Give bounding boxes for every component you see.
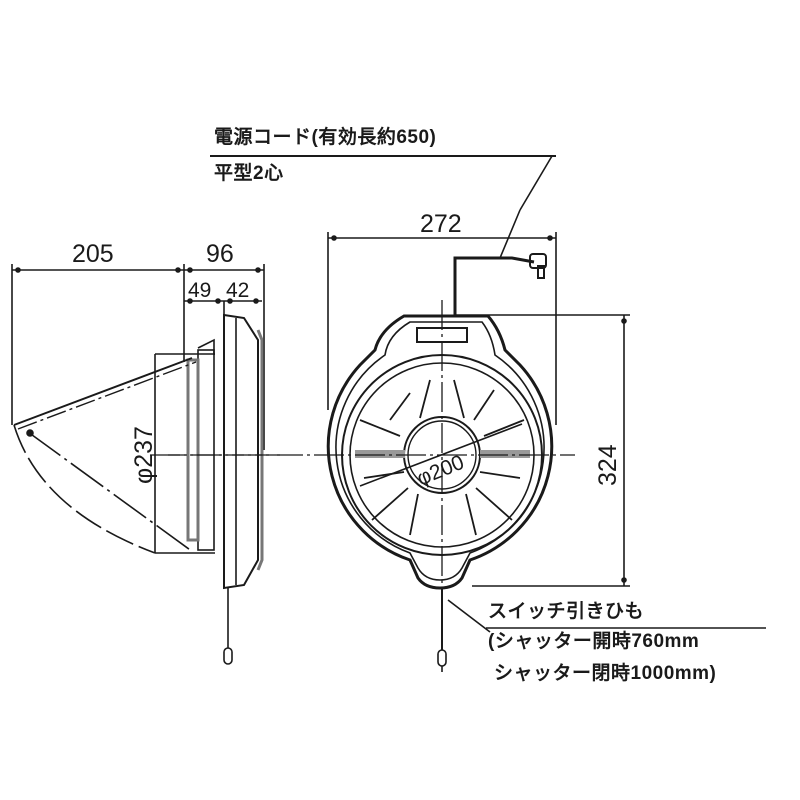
pull-cord-open-length: (シャッター開時760mm: [488, 631, 700, 652]
dim-height: 324: [594, 444, 622, 486]
pull-cord-note: スイッチ引きひも: [488, 601, 645, 622]
dim-body-depth: 96: [206, 240, 234, 268]
side-view: [11, 264, 280, 665]
dim-body-part-b: 42: [226, 279, 250, 302]
front-view: [150, 155, 766, 672]
power-cord-note: 電源コード(有効長約650): [214, 127, 437, 148]
pull-cord-closed-length: シャッター閉時1000mm): [494, 663, 717, 684]
power-cord-type: 平型2心: [214, 163, 284, 184]
dim-hood-diameter: φ237: [130, 426, 158, 484]
dim-hood-depth: 205: [72, 240, 114, 268]
dim-body-part-a: 49: [188, 279, 212, 302]
dim-width: 272: [420, 210, 462, 238]
